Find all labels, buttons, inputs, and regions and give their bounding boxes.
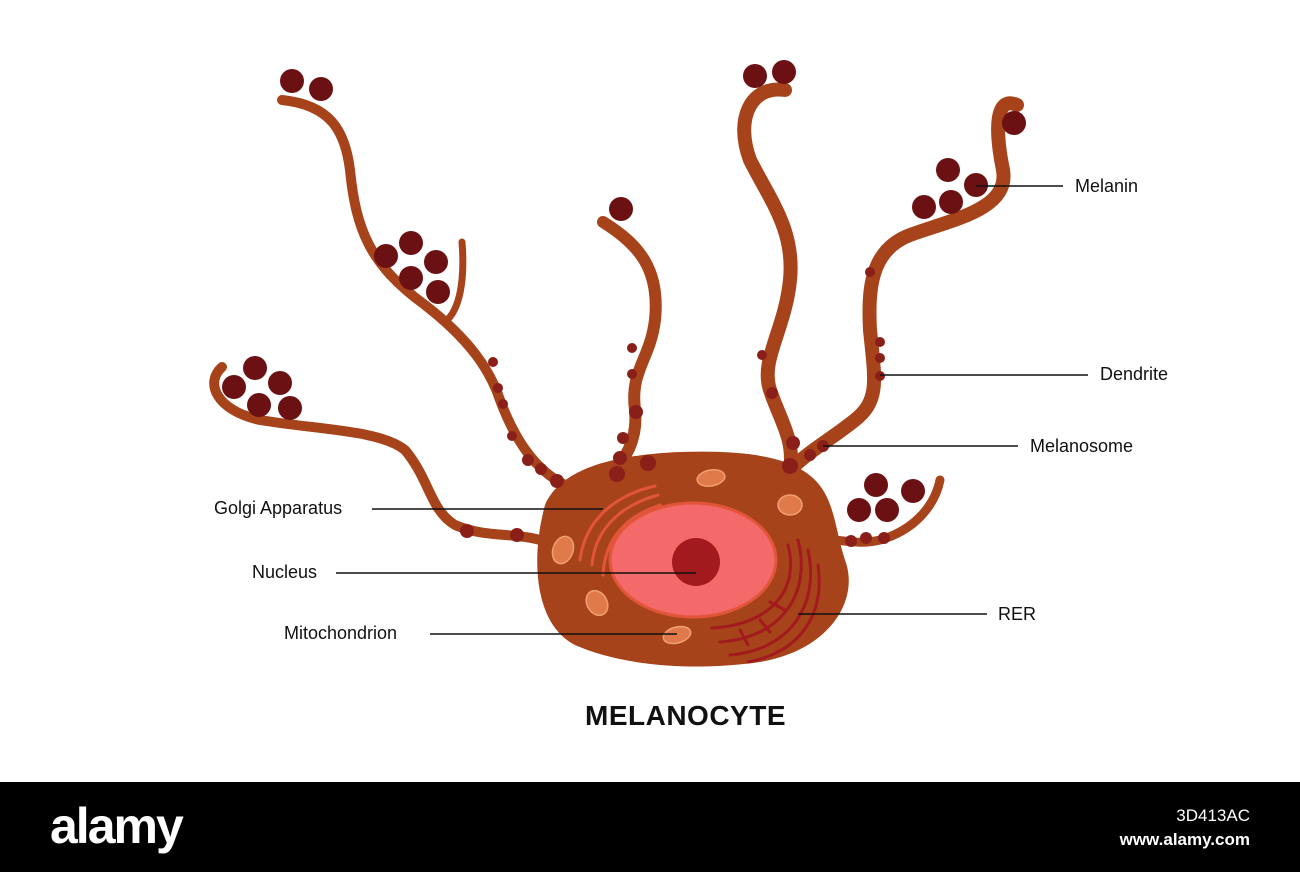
melanin-granule bbox=[399, 266, 423, 290]
melanin-granule bbox=[243, 356, 267, 380]
melanin-granule bbox=[912, 195, 936, 219]
label-melanin: Melanin bbox=[1075, 176, 1139, 196]
melanin-granule bbox=[901, 479, 925, 503]
brand-logo: alamy bbox=[50, 798, 184, 854]
melanin-granules bbox=[222, 60, 1026, 522]
label-melanosome: Melanosome bbox=[1030, 436, 1134, 456]
rer bbox=[710, 538, 821, 664]
melanin-granule bbox=[939, 190, 963, 214]
dendrite-top-left bbox=[277, 95, 570, 490]
melanin-granule bbox=[743, 64, 767, 88]
melanin-granule bbox=[278, 396, 302, 420]
label-dendrite: Dendrite bbox=[1100, 364, 1169, 384]
melanin-granule bbox=[875, 498, 899, 522]
melanin-granule bbox=[936, 158, 960, 182]
label-mitochondrion: Mitochondrion bbox=[284, 623, 398, 643]
melanin-granule bbox=[424, 250, 448, 274]
leader-lines bbox=[336, 185, 1088, 635]
site-url: www.alamy.com bbox=[1119, 830, 1250, 849]
golgi-apparatus bbox=[578, 484, 662, 577]
dendrite-center bbox=[737, 82, 798, 477]
mitochondrion bbox=[551, 535, 575, 565]
melanin-granule bbox=[1002, 111, 1026, 135]
label-rer: RER bbox=[998, 604, 1037, 624]
melanin-granule bbox=[847, 498, 871, 522]
watermark-footer: alamy 3D413AC www.alamy.com bbox=[0, 782, 1300, 872]
nucleolus bbox=[672, 538, 720, 586]
dendrites bbox=[209, 82, 1024, 550]
label-nucleus: Nucleus bbox=[252, 562, 318, 582]
dendrite-middle bbox=[597, 216, 662, 481]
mitochondrion bbox=[662, 625, 692, 645]
mitochondrion bbox=[777, 494, 803, 516]
melanin-granule bbox=[309, 77, 333, 101]
mitochondrion bbox=[585, 589, 609, 617]
mitochondria bbox=[551, 469, 803, 645]
diagram-title: MELANOCYTE bbox=[585, 700, 786, 731]
melanin-granule bbox=[609, 197, 633, 221]
image-id: 3D413AC bbox=[1176, 806, 1250, 825]
melanosomes bbox=[460, 267, 890, 547]
melanin-granule bbox=[964, 173, 988, 197]
melanin-granule bbox=[864, 473, 888, 497]
melanin-granule bbox=[772, 60, 796, 84]
label-golgi-apparatus: Golgi Apparatus bbox=[214, 498, 343, 518]
melanocyte-diagram bbox=[209, 60, 1088, 667]
melanin-granule bbox=[247, 393, 271, 417]
dendrite-left bbox=[209, 362, 560, 550]
dendrite-right bbox=[783, 96, 1024, 477]
melanin-granule bbox=[399, 231, 423, 255]
melanin-granule bbox=[268, 371, 292, 395]
dendrite-top-left-branch bbox=[441, 238, 467, 326]
melanin-granule bbox=[426, 280, 450, 304]
melanin-granule bbox=[280, 69, 304, 93]
mitochondrion bbox=[696, 469, 726, 487]
melanin-granule bbox=[374, 244, 398, 268]
melanin-granule bbox=[222, 375, 246, 399]
